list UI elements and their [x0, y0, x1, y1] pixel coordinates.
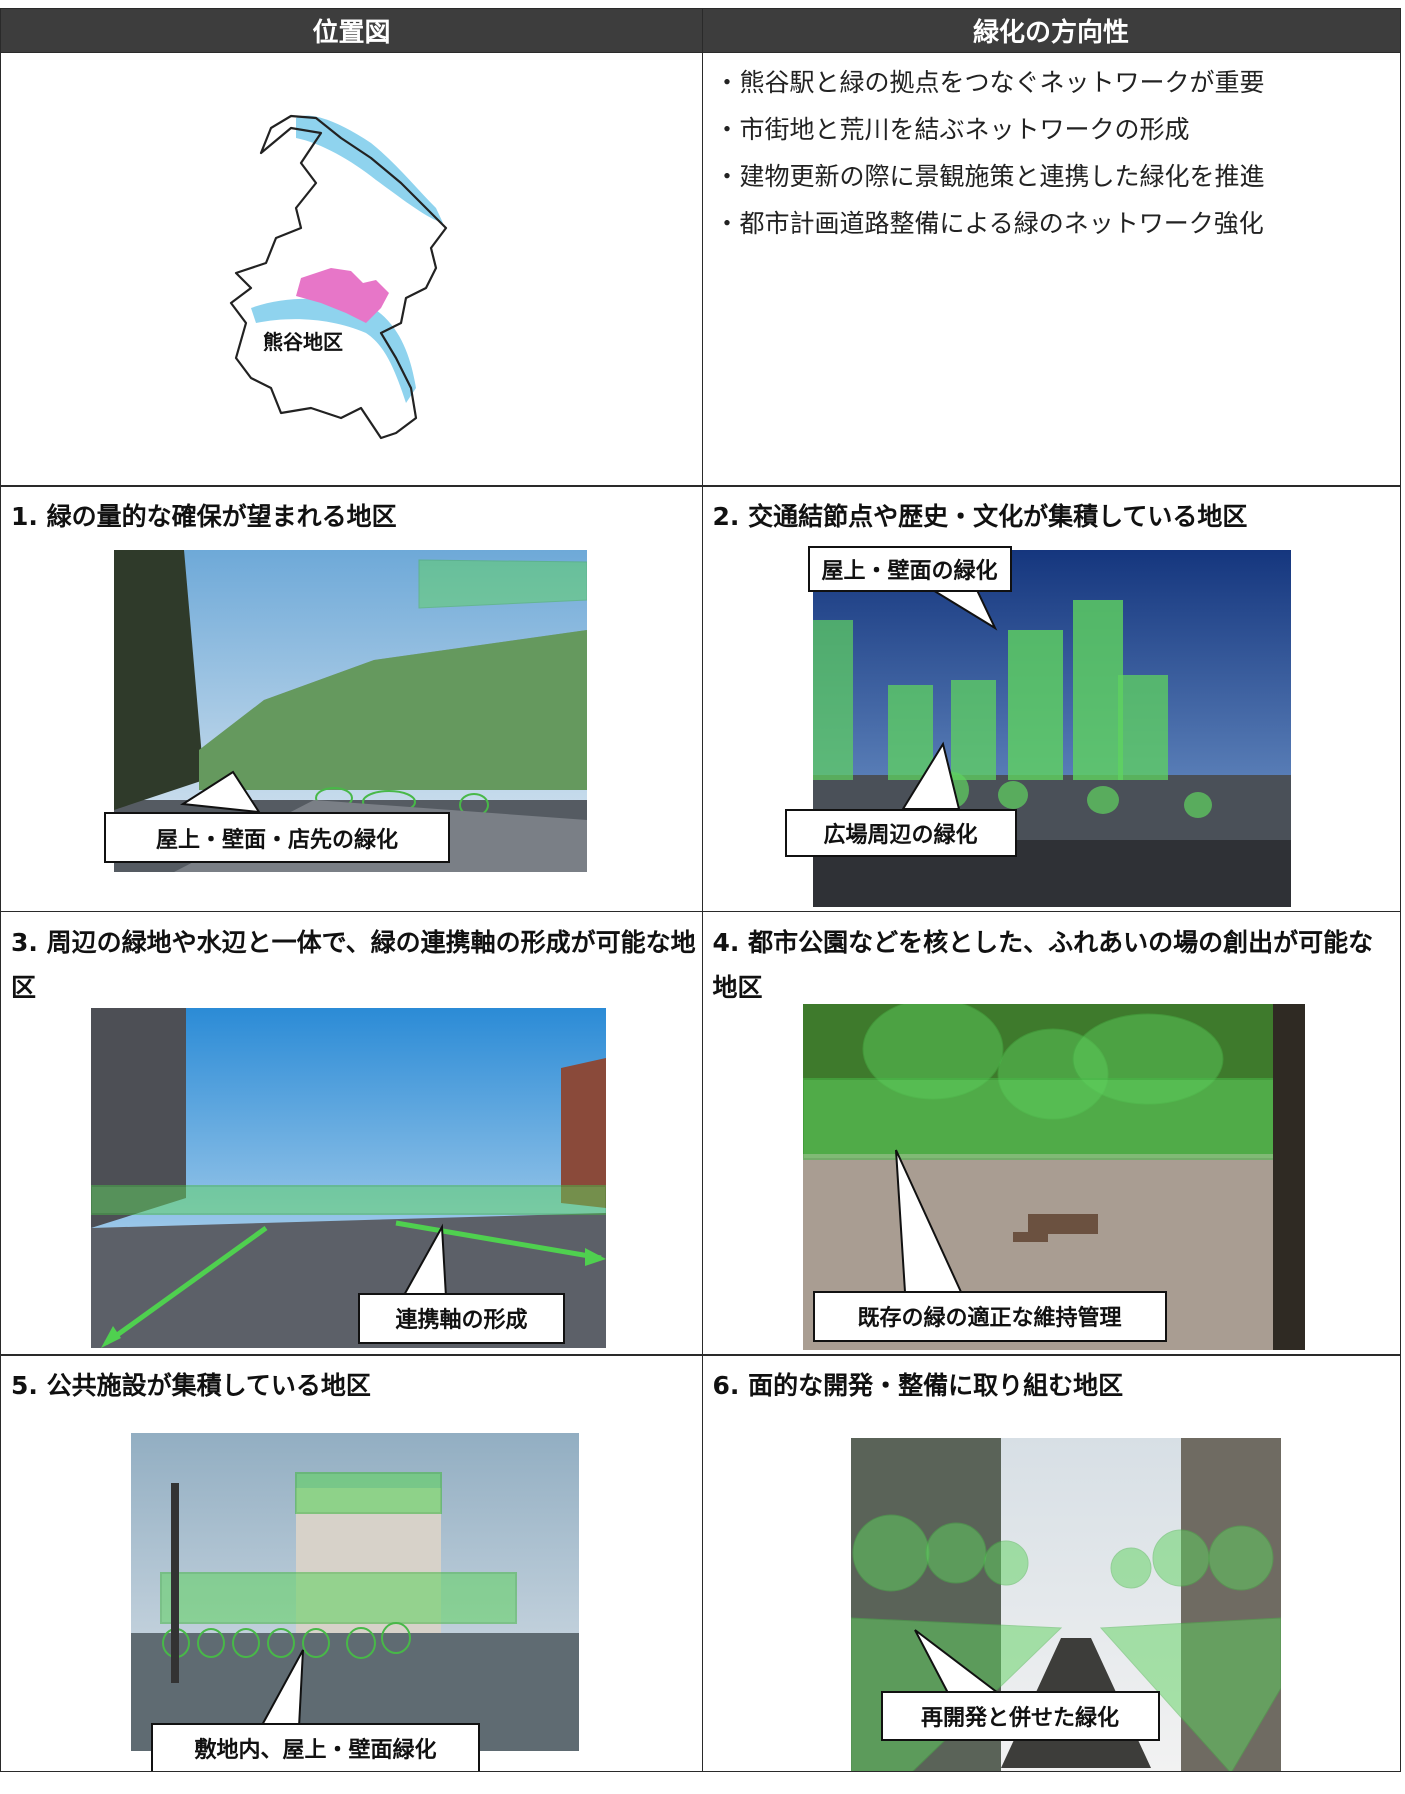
district-row: 5. 公共施設が集積している地区	[0, 1354, 1402, 1772]
direction-item: 建物更新の際に景観施策と連携した緑化を推進	[715, 153, 1400, 200]
district-table: 位置図 緑化の方向性 熊谷地区 熊谷駅と緑の拠点をつなぐネットワークが重要 市街…	[0, 8, 1402, 1772]
district-cell-1: 1. 緑の量的な確保が望まれる地区 屋上・壁面・店先の緑化	[0, 485, 703, 912]
district-title: 4. 都市公園などを核とした、ふれあいの場の創出が可能な地区	[712, 927, 1374, 1002]
overview-row: 熊谷地区 熊谷駅と緑の拠点をつなぐネットワークが重要 市街地と荒川を結ぶネットワ…	[0, 51, 1402, 487]
district-row: 1. 緑の量的な確保が望まれる地区 屋上・壁面・店先の緑化	[0, 485, 1402, 912]
location-map-header: 位置図	[0, 8, 703, 53]
district-row: 3. 周辺の緑地や水辺と一体で、緑の連携軸の形成が可能な地区 連携軸の形成	[0, 910, 1402, 1356]
district-cell-4: 4. 都市公園などを核とした、ふれあいの場の創出が可能な地区 既存の緑の適正な維…	[701, 910, 1401, 1356]
header-row: 位置図 緑化の方向性	[0, 8, 1402, 53]
direction-item: 市街地と荒川を結ぶネットワークの形成	[715, 106, 1400, 153]
district-title: 2. 交通結節点や歴史・文化が集積している地区	[712, 502, 1248, 531]
public-facility-photo	[131, 1433, 579, 1751]
district-title: 6. 面的な開発・整備に取り組む地区	[712, 1371, 1124, 1400]
callout-label: 既存の緑の適正な維持管理	[812, 1290, 1167, 1342]
callout-label: 再開発と併せた緑化	[880, 1691, 1160, 1741]
greening-direction-header: 緑化の方向性	[701, 8, 1401, 53]
callout-label: 連携軸の形成	[358, 1292, 565, 1344]
direction-item: 熊谷駅と緑の拠点をつなぐネットワークが重要	[715, 59, 1400, 106]
callout-label: 敷地内、屋上・壁面緑化	[151, 1723, 480, 1771]
district-title: 5. 公共施設が集積している地区	[11, 1371, 371, 1400]
location-map-cell: 熊谷地区	[0, 51, 703, 487]
callout-label: 屋上・壁面・店先の緑化	[104, 812, 450, 863]
city-outline-map	[229, 114, 448, 439]
station-photo	[812, 550, 1291, 907]
district-cell-2: 2. 交通結節点や歴史・文化が集積している地区	[701, 485, 1401, 912]
district-label: 熊谷地区	[263, 329, 343, 354]
callout-label: 広場周辺の緑化	[784, 809, 1017, 857]
direction-list: 熊谷駅と緑の拠点をつなぐネットワークが重要 市街地と荒川を結ぶネットワークの形成…	[703, 53, 1400, 247]
district-cell-5: 5. 公共施設が集積している地区	[0, 1354, 703, 1772]
district-title: 3. 周辺の緑地や水辺と一体で、緑の連携軸の形成が可能な地区	[11, 927, 696, 1002]
district-cell-6: 6. 面的な開発・整備に取り組む地区	[701, 1354, 1401, 1772]
district-cell-3: 3. 周辺の緑地や水辺と一体で、緑の連携軸の形成が可能な地区 連携軸の形成	[0, 910, 703, 1356]
district-title: 1. 緑の量的な確保が望まれる地区	[11, 502, 397, 531]
callout-label: 屋上・壁面の緑化	[807, 546, 1012, 592]
direction-item: 都市計画道路整備による緑のネットワーク強化	[715, 200, 1400, 247]
direction-list-cell: 熊谷駅と緑の拠点をつなぐネットワークが重要 市街地と荒川を結ぶネットワークの形成…	[701, 51, 1401, 487]
